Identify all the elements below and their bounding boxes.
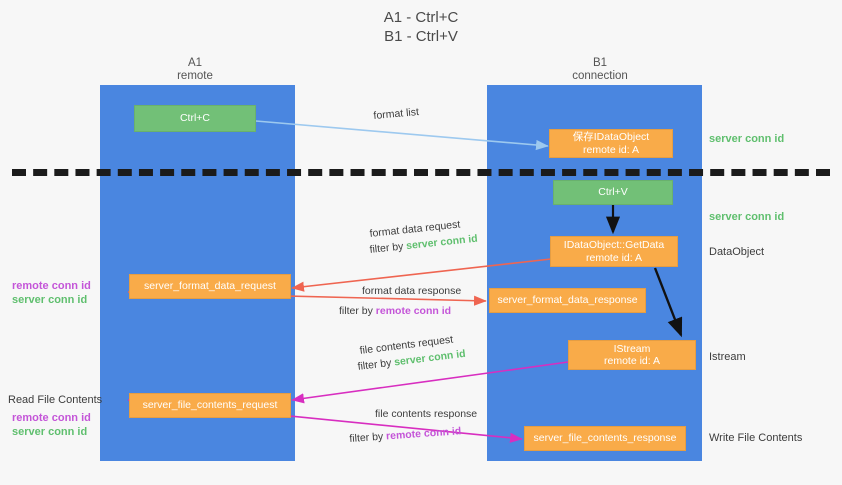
- column-b1-role: connection: [572, 70, 628, 82]
- node-server-file-contents-response[interactable]: server_file_contents_response: [524, 426, 686, 451]
- column-header-b1: B1 connection: [505, 57, 695, 83]
- label-remote-conn-id-lower: remote conn id: [12, 412, 91, 424]
- label-read-file-contents: Read File Contents: [8, 394, 103, 406]
- node-ctrl-v[interactable]: Ctrl+V: [553, 180, 673, 205]
- node-save-idataobject[interactable]: 保存IDataObject remote id: A: [549, 129, 673, 158]
- label-dataobject: DataObject: [709, 246, 765, 258]
- node-server-file-contents-response-label: server_file_contents_response: [533, 432, 677, 445]
- caption-format-data-response: format data response: [362, 285, 462, 297]
- label-server-conn-id-lower: server conn id: [12, 426, 88, 438]
- node-idataobject-getdata-id: remote id: A: [585, 251, 643, 264]
- edge-format-data-request: [291, 258, 552, 292]
- node-server-format-data-request-label: server_format_data_request: [144, 280, 276, 293]
- edge-getdata-to-istream: [653, 267, 683, 338]
- node-idataobject-getdata[interactable]: IDataObject::GetData remote id: A: [550, 236, 678, 267]
- node-save-idataobject-title: 保存IDataObject: [572, 131, 650, 143]
- caption-file-contents-response: file contents response: [375, 408, 478, 420]
- filter-prefix: filter by: [339, 305, 376, 317]
- label-write-file-contents: Write File Contents: [709, 432, 803, 444]
- column-header-a1: A1 remote: [105, 57, 285, 83]
- edge-file-contents-request: [291, 361, 569, 404]
- caption-format-data-response-filter: filter by remote conn id: [339, 305, 451, 318]
- page-title: A1 - Ctrl+C B1 - Ctrl+V: [0, 8, 842, 46]
- node-ctrl-c[interactable]: Ctrl+C: [134, 105, 256, 132]
- node-istream-id: remote id: A: [603, 355, 661, 367]
- filter-prefix: filter by: [349, 430, 387, 445]
- node-idataobject-getdata-title: IDataObject::GetData: [563, 239, 665, 251]
- filter-prefix: filter by: [369, 240, 407, 256]
- edge-format-list: [255, 120, 549, 151]
- node-server-file-contents-request-label: server_file_contents_request: [142, 399, 278, 412]
- column-b1-name: B1: [592, 57, 608, 69]
- column-a1-name: A1: [187, 57, 203, 69]
- label-istream: Istream: [709, 351, 746, 363]
- phase-divider: [12, 169, 830, 176]
- node-ctrl-c-label: Ctrl+C: [179, 112, 211, 125]
- filter-key-remote-conn-id: remote conn id: [375, 305, 452, 317]
- column-a1-role: remote: [177, 70, 213, 82]
- node-save-idataobject-id: remote id: A: [582, 143, 640, 156]
- node-istream[interactable]: IStream remote id: A: [568, 340, 696, 370]
- node-ctrl-v-label: Ctrl+V: [598, 186, 628, 199]
- node-istream-title: IStream: [613, 342, 651, 355]
- label-server-conn-id-top: server conn id: [709, 133, 785, 145]
- node-server-format-data-request[interactable]: server_format_data_request: [129, 274, 291, 299]
- node-server-format-data-response[interactable]: server_format_data_response: [489, 288, 646, 313]
- label-server-conn-id-upper: server conn id: [12, 294, 88, 306]
- title-line-1: A1 - Ctrl+C: [383, 9, 459, 26]
- node-server-file-contents-request[interactable]: server_file_contents_request: [129, 393, 291, 418]
- label-server-conn-id-mid: server conn id: [709, 211, 785, 223]
- label-remote-conn-id-upper: remote conn id: [12, 280, 91, 292]
- title-line-2: B1 - Ctrl+V: [384, 28, 458, 45]
- node-server-format-data-response-label: server_format_data_response: [497, 294, 638, 307]
